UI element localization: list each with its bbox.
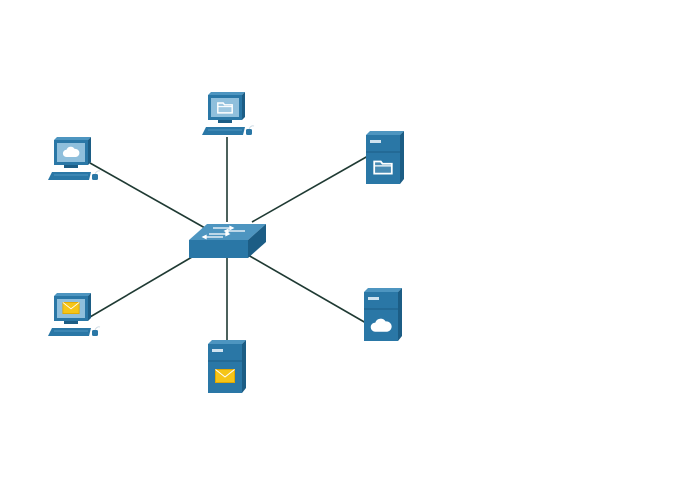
mail-icon [215, 369, 235, 383]
mail-icon [62, 302, 80, 314]
mouse-cable [248, 125, 255, 130]
link-pc-mail[interactable] [89, 256, 193, 318]
server-side [400, 131, 404, 184]
mouse [92, 174, 98, 180]
server-side [242, 340, 246, 393]
monitor-top [54, 137, 91, 140]
link-server-web[interactable] [247, 254, 367, 324]
monitor-stand [64, 321, 78, 324]
nodes-layer [48, 92, 404, 393]
monitor-stand [218, 120, 232, 123]
switch[interactable] [189, 224, 266, 258]
keyboard [48, 172, 91, 180]
monitor-side [88, 293, 91, 321]
mouse-cable [94, 170, 101, 175]
keyboard [48, 328, 91, 336]
server-front [366, 135, 400, 184]
switch-side-face [248, 224, 266, 258]
keyboard [202, 127, 245, 135]
monitor-stand [64, 165, 78, 168]
monitor-top [54, 293, 91, 296]
folder-icon [373, 160, 393, 175]
pc-web[interactable] [48, 137, 101, 180]
link-server-ftp[interactable] [251, 155, 369, 223]
server-top [208, 340, 246, 344]
server-front [208, 344, 242, 393]
folder-icon [217, 102, 233, 114]
switch-front-face [189, 240, 248, 258]
server-front [364, 292, 398, 341]
switch-arrows-icon [201, 225, 245, 240]
server-drive-slot [368, 297, 379, 300]
server-mail[interactable] [208, 340, 246, 393]
monitor-top [208, 92, 245, 95]
server-ftp[interactable] [366, 131, 404, 184]
server-drive-slot [370, 140, 381, 143]
links-layer [89, 137, 369, 342]
server-web[interactable] [364, 288, 402, 341]
mouse-cable [94, 326, 101, 331]
server-side [398, 288, 402, 341]
server-top [364, 288, 402, 292]
server-top [366, 131, 404, 135]
monitor-side [242, 92, 245, 120]
pc-mail[interactable] [48, 293, 101, 336]
pc-ftp[interactable] [202, 92, 255, 135]
mouse [92, 330, 98, 336]
server-drive-slot [212, 349, 223, 352]
monitor-side [88, 137, 91, 165]
link-pc-web[interactable] [89, 162, 206, 229]
mouse [246, 129, 252, 135]
